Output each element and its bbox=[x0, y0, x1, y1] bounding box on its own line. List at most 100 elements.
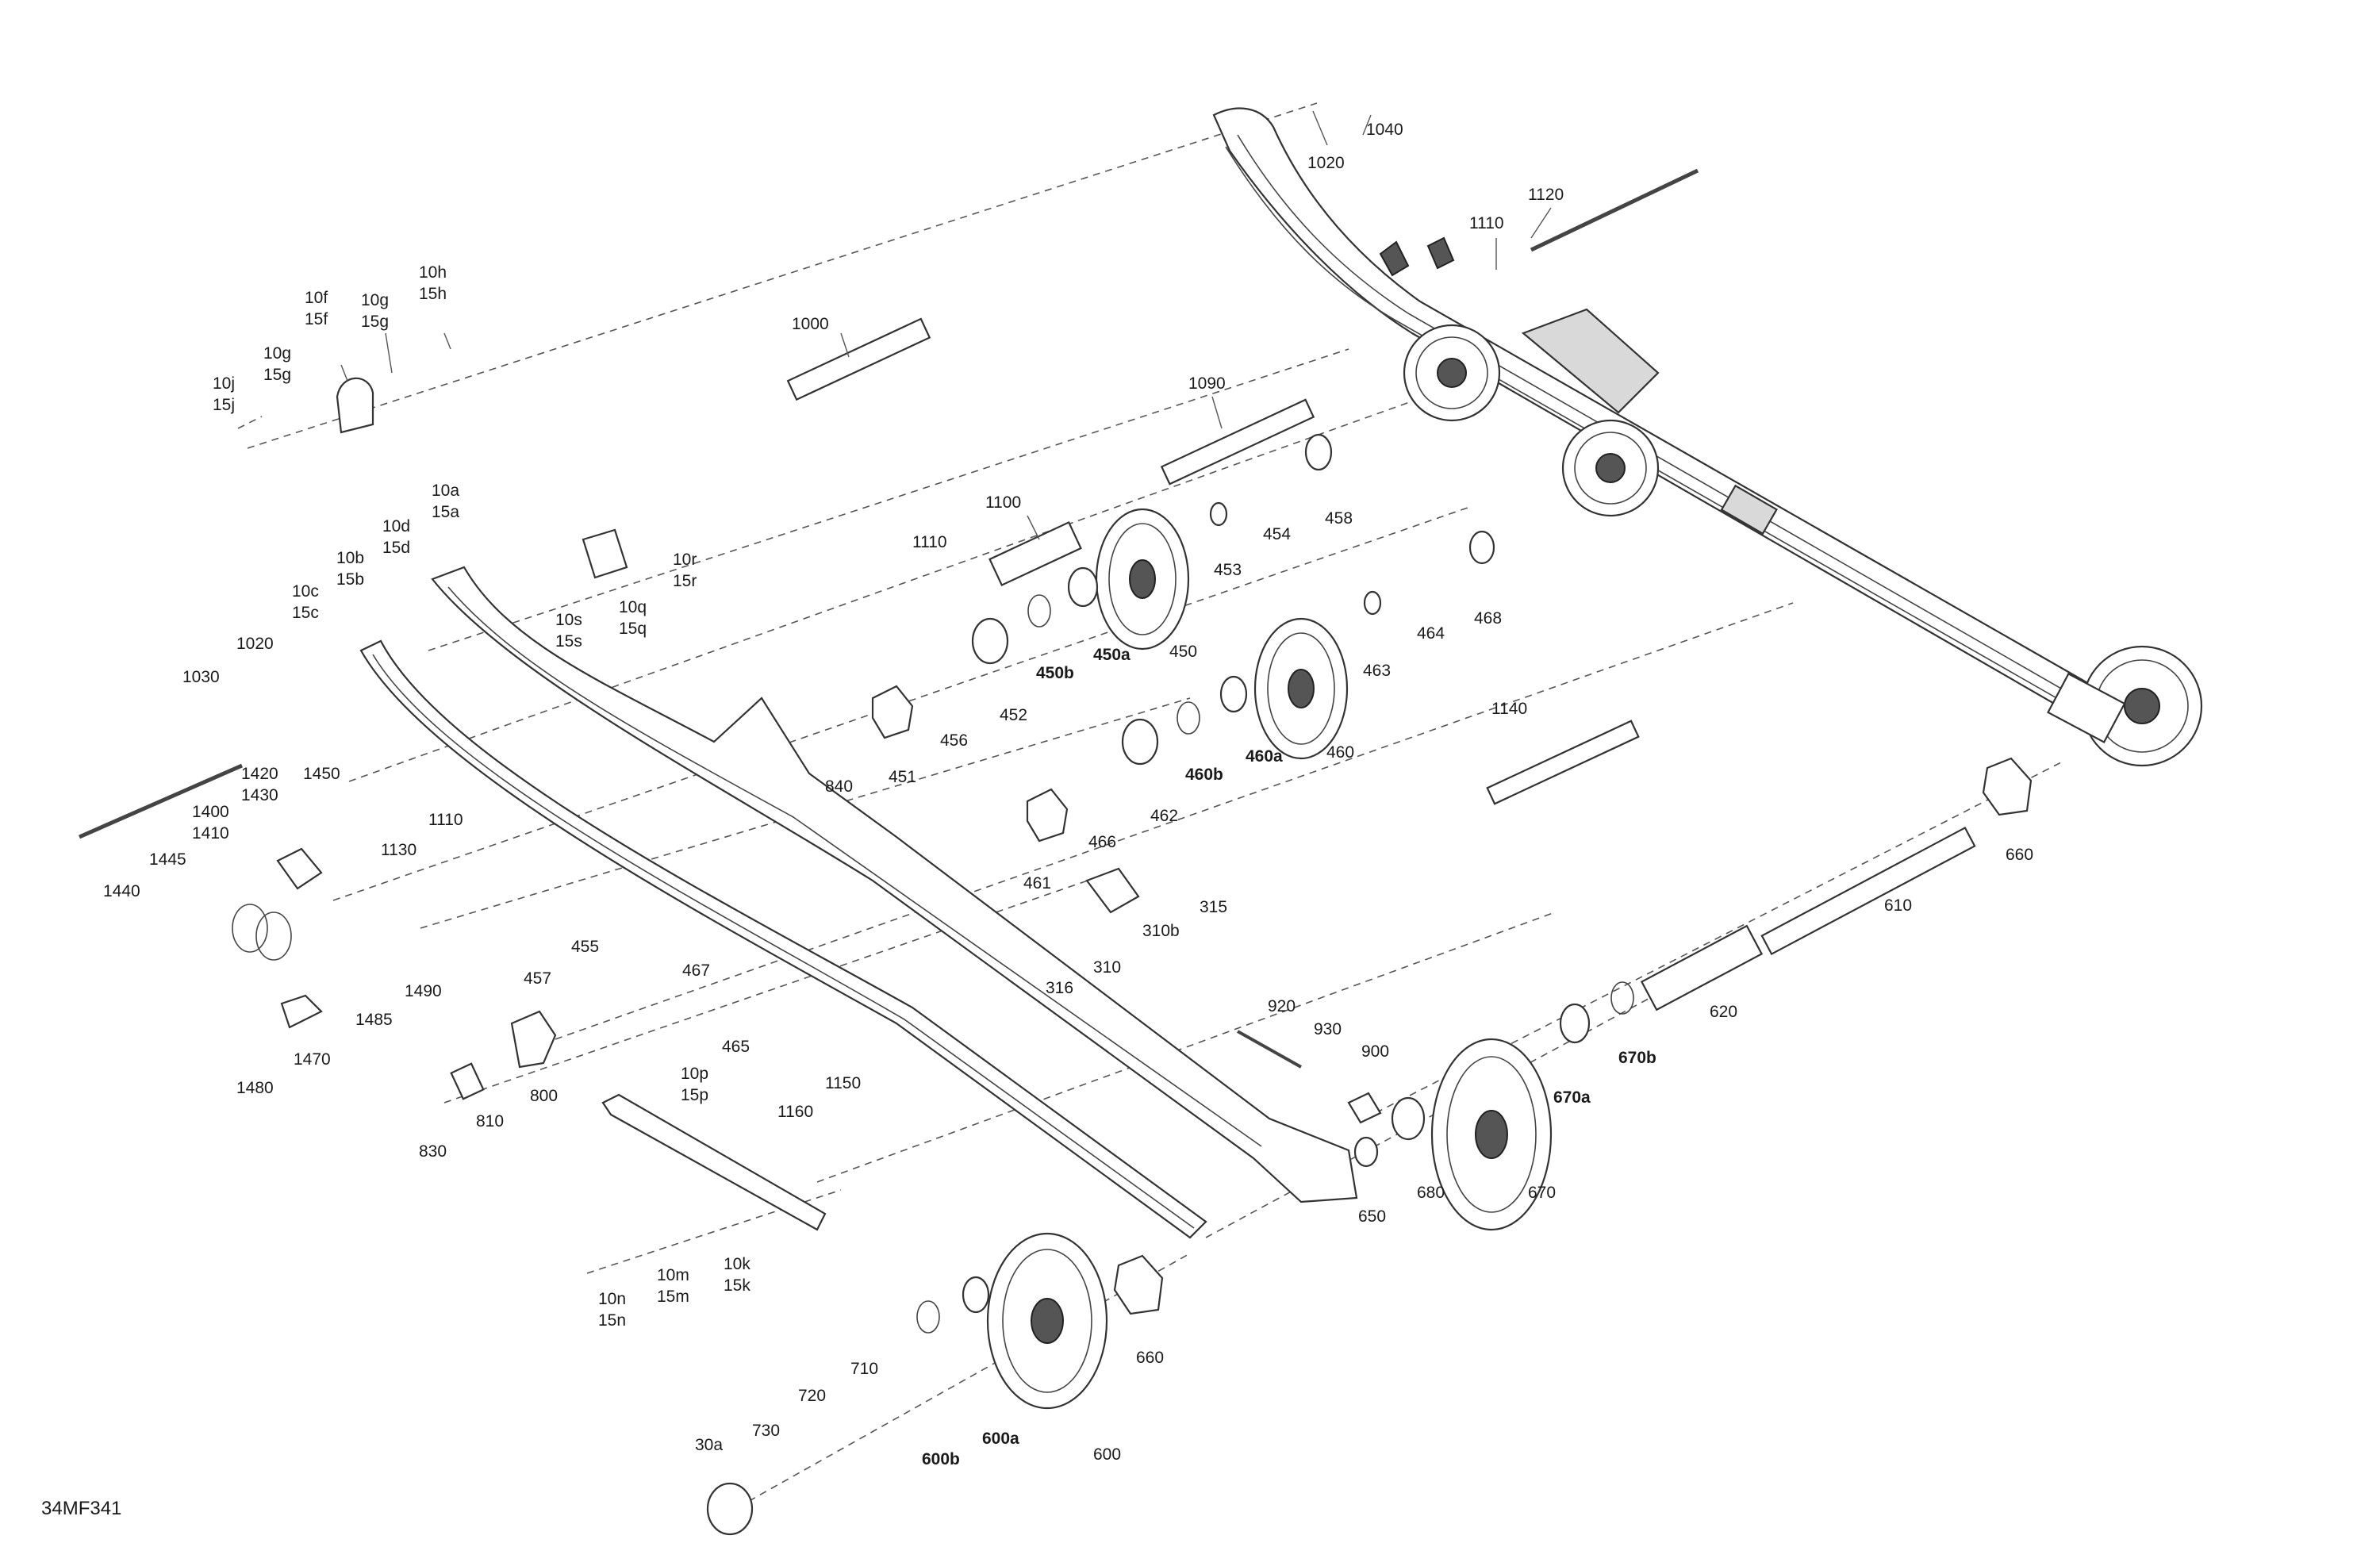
callout-900-line-0: 900 bbox=[1361, 1042, 1390, 1061]
callout-468: 468 bbox=[1474, 608, 1502, 629]
callout-680-line-0: 680 bbox=[1417, 1184, 1445, 1202]
callout-800-line-0: 800 bbox=[530, 1087, 559, 1105]
callout-10r-line-1: 15r bbox=[673, 572, 697, 590]
callout-467-line-0: 467 bbox=[682, 961, 711, 980]
callout-840: 840 bbox=[825, 776, 853, 797]
callout-10n-line-0: 10n bbox=[598, 1290, 627, 1308]
callout-720: 720 bbox=[798, 1385, 826, 1407]
callout-460b: 460b bbox=[1185, 764, 1223, 785]
callout-1110-mid-line-0: 1110 bbox=[912, 533, 947, 551]
callout-730: 730 bbox=[752, 1420, 780, 1441]
callout-1030: 1030 bbox=[182, 666, 220, 688]
callout-10q-line-1: 15q bbox=[619, 620, 647, 638]
callout-1100: 1100 bbox=[985, 492, 1021, 513]
callout-1420-line-1: 1430 bbox=[241, 786, 278, 804]
callout-1020-left-line-0: 1020 bbox=[236, 635, 274, 653]
callout-710-line-0: 710 bbox=[850, 1360, 879, 1378]
callout-10a-line-1: 15a bbox=[432, 503, 460, 521]
callout-310b: 310b bbox=[1142, 920, 1180, 942]
callout-1130-line-0: 1130 bbox=[381, 841, 417, 859]
callout-1490: 1490 bbox=[405, 981, 442, 1002]
callout-315: 315 bbox=[1200, 896, 1227, 918]
callout-680: 680 bbox=[1417, 1182, 1445, 1203]
callout-1450-line-0: 1450 bbox=[303, 765, 340, 783]
callout-10k-line-0: 10k bbox=[724, 1255, 750, 1273]
callout-451: 451 bbox=[889, 766, 916, 788]
callout-920: 920 bbox=[1268, 996, 1296, 1017]
callout-1445: 1445 bbox=[149, 849, 186, 870]
callout-1110-mid: 1110 bbox=[912, 532, 947, 553]
callout-810-line-0: 810 bbox=[476, 1112, 505, 1130]
callout-1160-line-0: 1160 bbox=[777, 1103, 814, 1121]
callout-660-right: 660 bbox=[2006, 844, 2033, 866]
callout-650-line-0: 650 bbox=[1358, 1207, 1387, 1226]
callout-leaders bbox=[340, 110, 1552, 540]
callout-660-low-line-0: 660 bbox=[1136, 1349, 1165, 1367]
callout-1150-line-0: 1150 bbox=[825, 1074, 862, 1092]
callout-710: 710 bbox=[850, 1358, 878, 1380]
callout-1480: 1480 bbox=[236, 1077, 274, 1099]
callout-10c-line-1: 15c bbox=[292, 604, 319, 622]
callout-452-line-0: 452 bbox=[1000, 706, 1028, 724]
callout-454: 454 bbox=[1263, 524, 1291, 545]
callout-10h-line-1: 15h bbox=[419, 285, 447, 303]
callout-450b: 450b bbox=[1036, 662, 1074, 684]
bearings-and-rings bbox=[706, 433, 2033, 1536]
callout-460: 460 bbox=[1326, 742, 1354, 763]
callout-454-line-0: 454 bbox=[1263, 525, 1292, 543]
callout-1110-top-line-0: 1110 bbox=[1469, 214, 1504, 232]
callout-450: 450 bbox=[1169, 641, 1197, 662]
callout-450b-line-0: 450b bbox=[1036, 664, 1074, 682]
callout-453-line-0: 453 bbox=[1214, 561, 1242, 579]
callout-1470: 1470 bbox=[294, 1049, 331, 1070]
callout-600a-line-0: 600a bbox=[982, 1430, 1019, 1448]
callout-1020-left: 1020 bbox=[236, 633, 274, 654]
callout-1445-line-0: 1445 bbox=[149, 850, 186, 869]
callout-30a-line-0: 30a bbox=[695, 1436, 724, 1454]
callout-455-line-0: 455 bbox=[571, 938, 600, 956]
callout-30a: 30a bbox=[695, 1434, 723, 1456]
callout-600-line-0: 600 bbox=[1093, 1445, 1122, 1464]
callout-620-line-0: 620 bbox=[1710, 1003, 1738, 1021]
brackets-hardware bbox=[232, 377, 1382, 1231]
callout-10c-line-0: 10c bbox=[292, 582, 319, 601]
callout-452: 452 bbox=[1000, 704, 1027, 726]
callout-1090-line-0: 1090 bbox=[1188, 374, 1226, 393]
callout-466: 466 bbox=[1088, 831, 1116, 853]
callout-920-line-0: 920 bbox=[1268, 997, 1296, 1015]
callout-730-line-0: 730 bbox=[752, 1422, 781, 1440]
callout-450a-line-0: 450a bbox=[1093, 646, 1130, 664]
callout-1120-line-0: 1120 bbox=[1528, 186, 1564, 204]
callout-10d-line-1: 15d bbox=[382, 539, 411, 557]
callout-450a: 450a bbox=[1093, 644, 1130, 666]
callout-10f-line-1: 15f bbox=[305, 310, 328, 328]
callout-460-line-0: 460 bbox=[1326, 743, 1355, 762]
callout-1485-line-0: 1485 bbox=[355, 1011, 393, 1029]
callout-10s-line-1: 15s bbox=[555, 632, 582, 651]
callout-1480-line-0: 1480 bbox=[236, 1079, 274, 1097]
callout-453: 453 bbox=[1214, 559, 1242, 581]
callout-460a: 460a bbox=[1246, 746, 1283, 767]
shafts bbox=[78, 168, 1976, 1069]
callout-600b-line-0: 600b bbox=[922, 1450, 960, 1468]
callout-1440-line-0: 1440 bbox=[103, 882, 140, 900]
callout-660-right-line-0: 660 bbox=[2006, 846, 2034, 864]
callout-1000: 1000 bbox=[792, 313, 829, 335]
callout-451-line-0: 451 bbox=[889, 768, 917, 786]
callout-10j-line-1: 15j bbox=[213, 396, 236, 414]
callout-1000-line-0: 1000 bbox=[792, 315, 829, 333]
callout-1110-top: 1110 bbox=[1469, 213, 1504, 234]
callout-670a: 670a bbox=[1553, 1087, 1591, 1108]
callout-456-line-0: 456 bbox=[940, 731, 969, 750]
callout-660-low: 660 bbox=[1136, 1347, 1164, 1368]
